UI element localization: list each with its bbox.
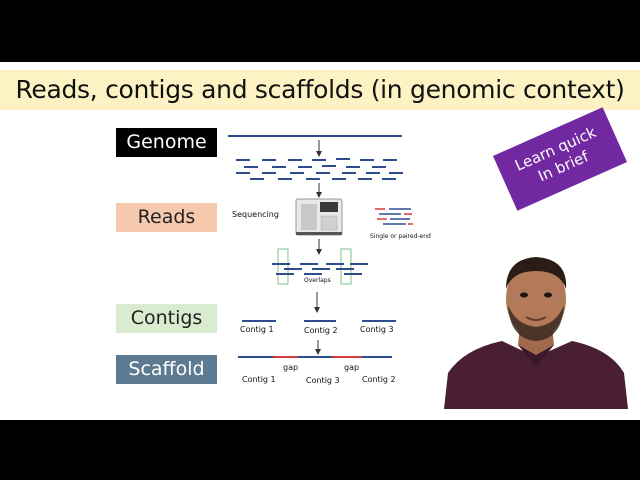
reads-label: Reads: [116, 203, 217, 232]
slide-title: Reads, contigs and scaffolds (in genomic…: [15, 75, 625, 104]
contig-1-label: Contig 1: [240, 325, 274, 334]
overlapping-reads: [272, 263, 368, 275]
assembly-diagram: Sequencing Single or paired-end Overlaps: [228, 135, 431, 385]
overlap-boxes: [277, 248, 352, 285]
genome-label: Genome: [116, 128, 217, 157]
scaffold-label: Scaffold: [116, 355, 217, 384]
sequencing-label: Sequencing: [232, 210, 279, 219]
sequencer-machine-icon: [295, 198, 343, 236]
contig-3-label: Contig 3: [360, 325, 394, 334]
paired-end-reads-icon: [375, 208, 413, 225]
read-fragments: [236, 158, 403, 180]
slide: Reads, contigs and scaffolds (in genomic…: [0, 62, 640, 420]
scaffold-contig-2-label: Contig 2: [362, 375, 396, 384]
scaffold-contig-3-label: Contig 3: [306, 376, 340, 385]
contig-2-label: Contig 2: [304, 326, 338, 335]
contigs-label: Contigs: [116, 304, 217, 333]
single-or-paired-label: Single or paired-end: [370, 233, 431, 240]
scaffold-contig-1-label: Contig 1: [242, 375, 276, 384]
presenter-photo: [444, 245, 628, 409]
overlaps-label: Overlaps: [304, 277, 331, 284]
gap-label-2: gap: [344, 363, 359, 372]
title-bar: Reads, contigs and scaffolds (in genomic…: [0, 70, 640, 110]
gap-label-1: gap: [283, 363, 298, 372]
